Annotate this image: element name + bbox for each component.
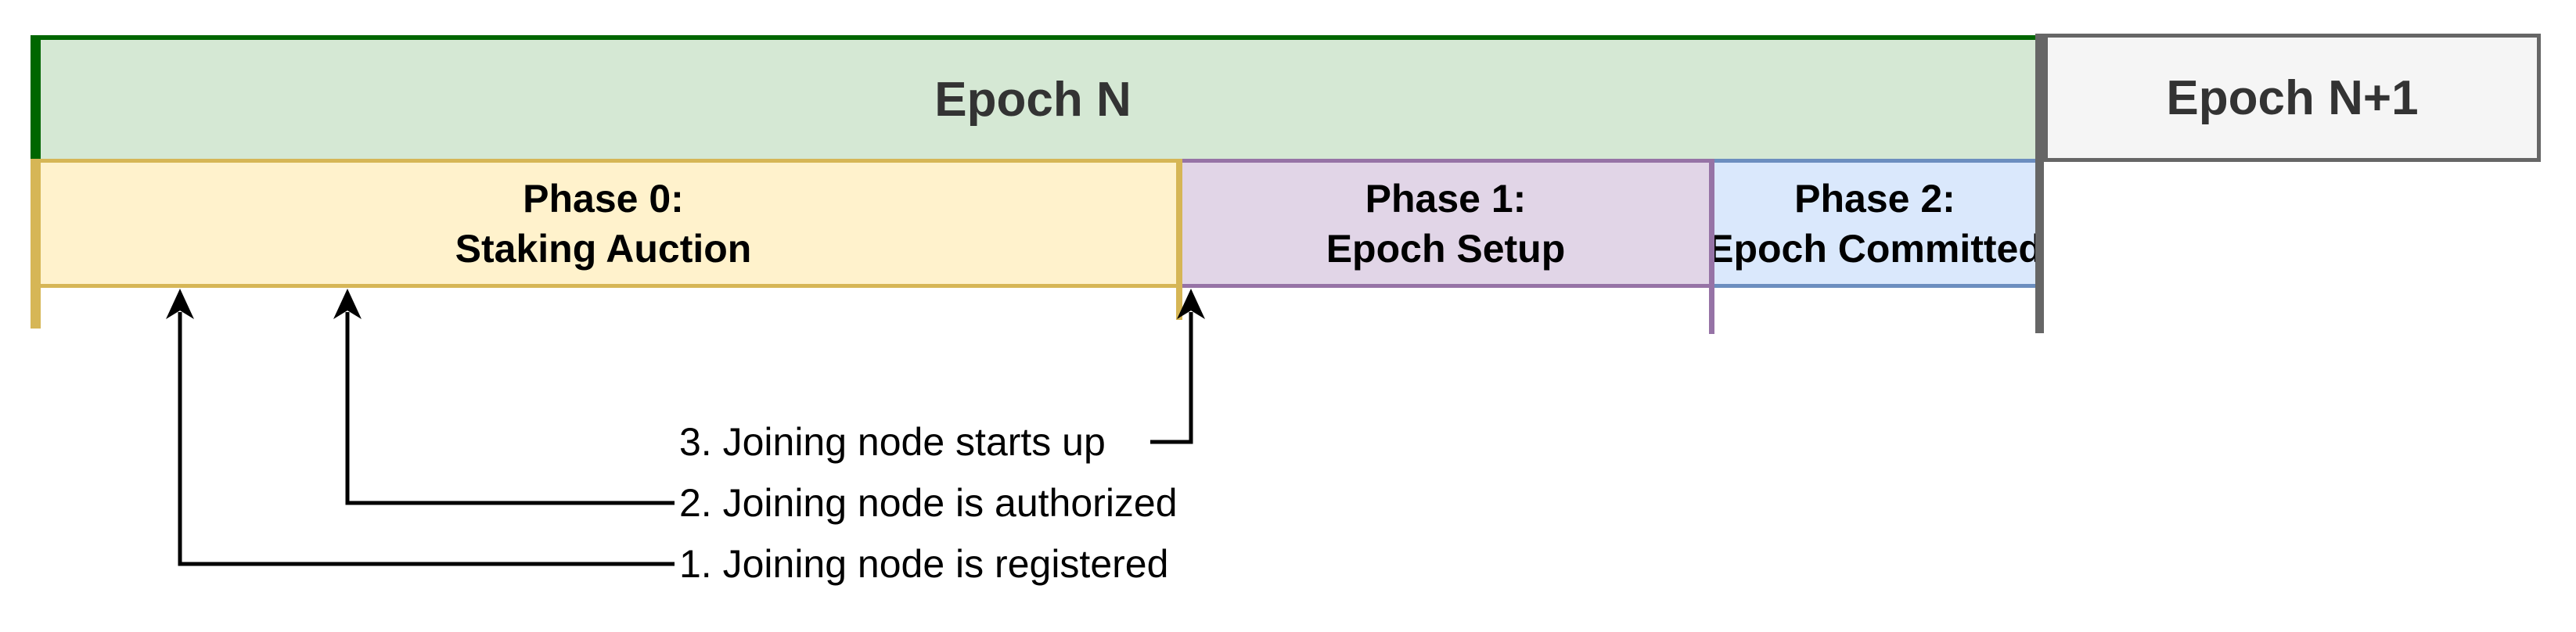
phase-2-title: Phase 2: bbox=[1794, 176, 1955, 221]
epoch-n-start-tick bbox=[31, 35, 41, 159]
arrow-node-authorized bbox=[333, 289, 675, 505]
phase-0-bar: Phase 0: Staking Auction bbox=[31, 159, 1176, 288]
phase-0-start-tick bbox=[31, 159, 41, 329]
epoch-n-bar: Epoch N bbox=[31, 35, 2035, 159]
phase-2-start-tick bbox=[1709, 159, 1714, 334]
epoch-n-label: Epoch N bbox=[934, 72, 1131, 127]
epoch-boundary-divider bbox=[2035, 34, 2044, 333]
phase-2-subtitle: Epoch Committed bbox=[1707, 226, 2042, 271]
arrow-node-registered bbox=[166, 289, 675, 566]
epoch-n1-label: Epoch N+1 bbox=[2166, 70, 2419, 125]
phase-2-bar: Phase 2: Epoch Committed bbox=[1707, 159, 2042, 288]
annotation-node-authorized: 2. Joining node is authorized bbox=[679, 481, 1178, 525]
annotation-node-starts-up: 3. Joining node starts up bbox=[679, 420, 1106, 464]
epoch-n1-bar: Epoch N+1 bbox=[2044, 34, 2541, 162]
phase-1-start-tick bbox=[1176, 159, 1182, 320]
annotation-node-registered: 1. Joining node is registered bbox=[679, 542, 1169, 586]
phase-1-title: Phase 1: bbox=[1365, 176, 1527, 221]
phase-1-bar: Phase 1: Epoch Setup bbox=[1182, 159, 1709, 288]
phase-0-subtitle: Staking Auction bbox=[455, 226, 752, 271]
phase-0-title: Phase 0: bbox=[523, 176, 684, 221]
phase-1-subtitle: Epoch Setup bbox=[1326, 226, 1566, 271]
